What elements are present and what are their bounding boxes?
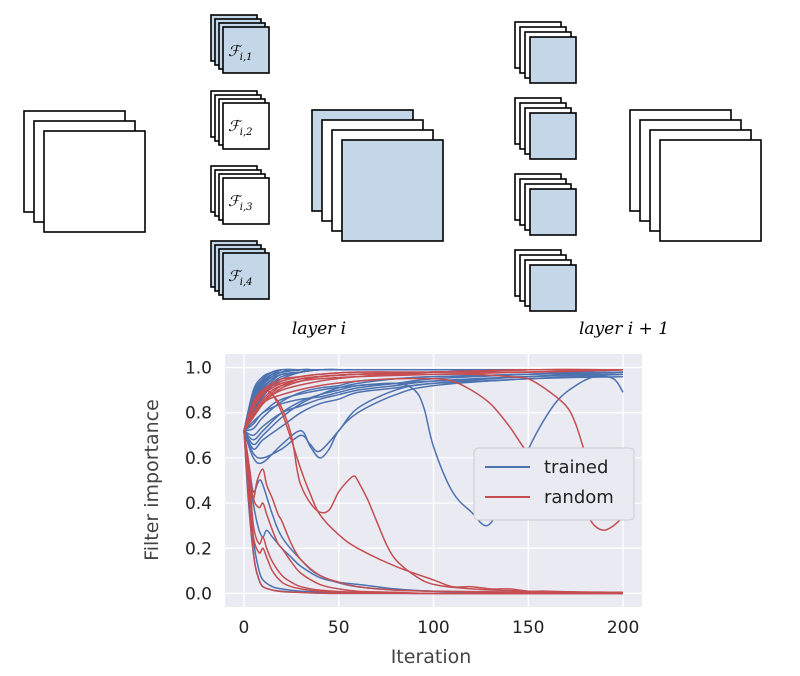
filter-square bbox=[529, 264, 577, 312]
feature-map-square bbox=[43, 130, 146, 233]
y-axis-label: Filter importance bbox=[141, 399, 163, 561]
next-filter-stack-3 bbox=[514, 173, 577, 236]
input-feature-map-stack bbox=[23, 110, 146, 233]
series-line-trained bbox=[243, 373, 624, 459]
y-tick-label: 0.8 bbox=[185, 404, 212, 424]
filter-label-4: ℱi,4 bbox=[228, 267, 253, 288]
legend-label-random: random bbox=[544, 487, 614, 508]
x-axis-label: Iteration bbox=[391, 646, 472, 668]
legend-label-trained: trained bbox=[544, 457, 608, 478]
filter-label-2: ℱi,2 bbox=[228, 117, 253, 138]
series-line-trained bbox=[243, 371, 624, 432]
filter-label-3: ℱi,3 bbox=[228, 192, 253, 213]
y-tick-label: 0.4 bbox=[185, 494, 212, 514]
legend: trained random bbox=[473, 447, 635, 521]
filter-stack-f-i-3: ℱi,3 bbox=[210, 165, 270, 225]
series-line-random bbox=[243, 377, 624, 531]
layer-i-plus-1-label: layer i + 1 bbox=[579, 319, 669, 339]
x-tick-label: 0 bbox=[239, 618, 250, 638]
series-line-random bbox=[243, 388, 624, 595]
series-lines bbox=[243, 368, 624, 595]
filter-stack-f-i-4: ℱi,4 bbox=[210, 240, 270, 300]
y-tick-label: 0.6 bbox=[185, 449, 212, 469]
filter-square bbox=[222, 26, 270, 74]
y-tick-label: 0.0 bbox=[185, 584, 212, 604]
filter-stack-f-i-1: ℱi,1 bbox=[210, 14, 270, 74]
filter-square bbox=[529, 36, 577, 84]
series-line-random bbox=[243, 430, 624, 595]
layer-i-output-stack bbox=[311, 109, 444, 242]
next-filter-stack-2 bbox=[514, 97, 577, 160]
series-line-random bbox=[243, 430, 623, 595]
series-line-trained bbox=[243, 368, 623, 432]
filter-square bbox=[222, 177, 270, 225]
x-tick-label: 50 bbox=[328, 618, 350, 638]
series-line-trained bbox=[243, 373, 624, 437]
layer-i-label: layer i bbox=[292, 319, 346, 339]
layer-i-plus-1-output-stack bbox=[629, 109, 762, 242]
filter-square bbox=[529, 112, 577, 160]
filter-square bbox=[222, 252, 270, 300]
series-line-trained bbox=[243, 373, 624, 450]
layer-diagram: ℱi,1 ℱi,2 ℱi,3 ℱi,4 bbox=[23, 14, 762, 339]
feature-map-square bbox=[659, 139, 762, 242]
next-filter-stack-1 bbox=[514, 21, 577, 84]
series-line-trained bbox=[243, 375, 624, 465]
feature-map-square bbox=[341, 139, 444, 242]
x-tick-label: 150 bbox=[512, 618, 544, 638]
tick-labels: 0 50 100 150 200 0.0 0.2 0.4 0.6 0.8 1.0 bbox=[185, 359, 639, 638]
x-tick-label: 200 bbox=[607, 618, 639, 638]
y-tick-label: 0.2 bbox=[185, 539, 212, 559]
x-tick-label: 100 bbox=[417, 618, 449, 638]
filter-stack-f-i-2: ℱi,2 bbox=[210, 90, 270, 150]
filter-square bbox=[222, 102, 270, 150]
next-filter-stack-4 bbox=[514, 249, 577, 312]
filter-label-1: ℱi,1 bbox=[228, 42, 253, 63]
filter-square bbox=[529, 188, 577, 236]
y-tick-label: 1.0 bbox=[185, 359, 212, 379]
series-line-trained bbox=[243, 375, 624, 527]
